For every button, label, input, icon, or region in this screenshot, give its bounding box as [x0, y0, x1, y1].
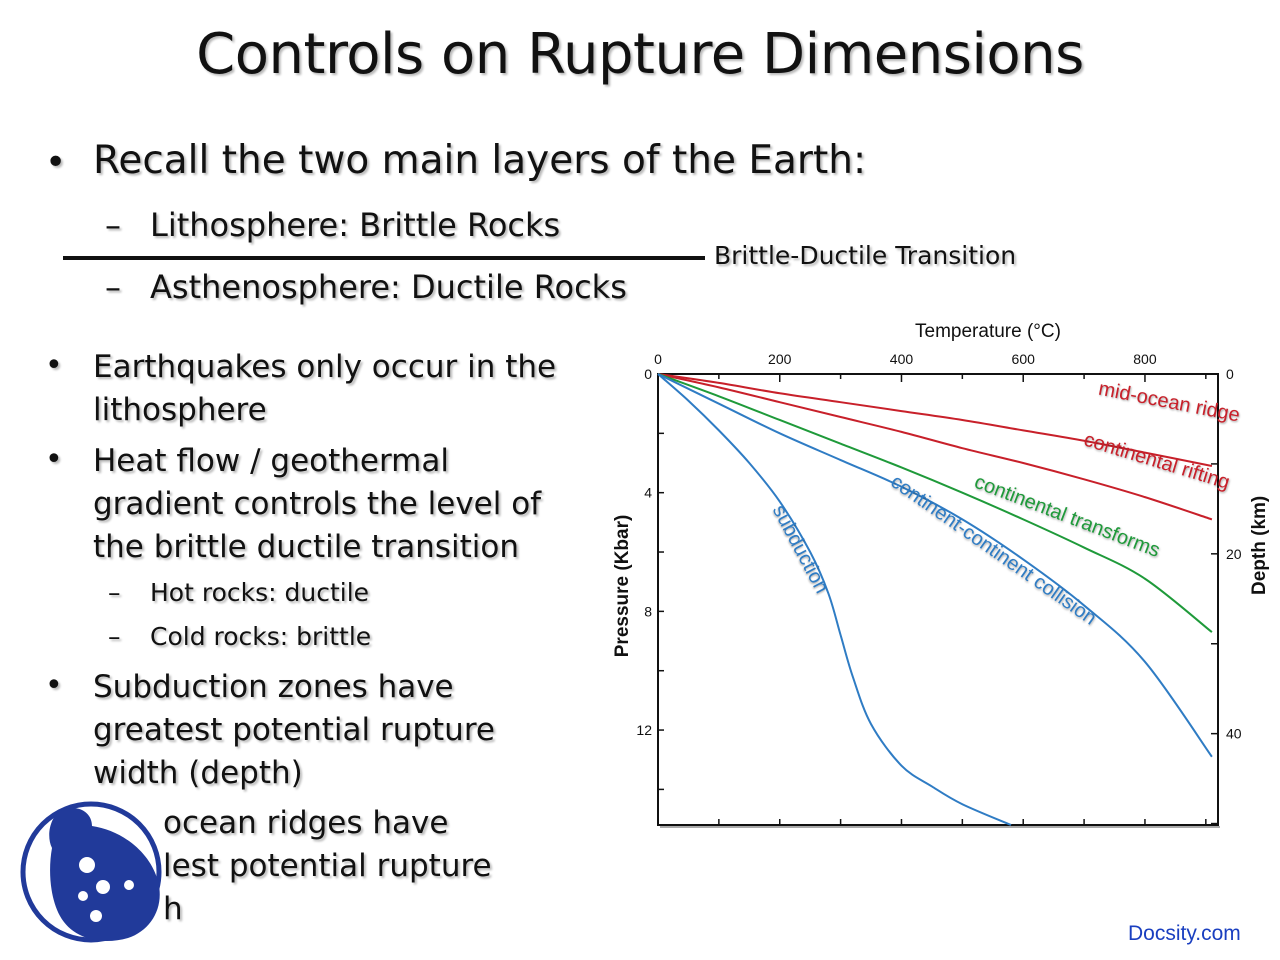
chart-series [657, 373, 1213, 826]
dash-glyph: – [108, 622, 121, 651]
sub-bullet-hot: Hot rocks: ductile [150, 578, 370, 607]
y-tick-label: 12 [636, 722, 652, 738]
series-continent-collision [657, 373, 1213, 758]
x-tick-label: 0 [654, 351, 662, 367]
y-axis-label: Pressure (Kbar) [612, 515, 633, 658]
bullet-line: Earthquakes only occur in the [93, 349, 557, 385]
sub-bullet-cold: Cold rocks: brittle [150, 622, 372, 651]
x-tick-label: 800 [1133, 351, 1157, 367]
bullet-heat-flow: Heat flow / geothermal gradient controls… [93, 440, 541, 569]
dash-glyph: – [108, 578, 121, 607]
label-mid-ocean-ridge: mid-ocean ridge [1097, 378, 1242, 427]
bullet-line: h [163, 891, 183, 927]
label-subduction: subduction [768, 501, 833, 597]
plot-frame [657, 373, 1219, 826]
bullet-subduction: Subduction zones have greatest potential… [93, 666, 495, 795]
bullet-earthquakes: Earthquakes only occur in the lithospher… [93, 346, 556, 432]
slide-title: Controls on Rupture Dimensions [196, 22, 1084, 87]
bullet-line: width (depth) [93, 755, 303, 791]
bullet-line: lest potential rupture [163, 848, 492, 884]
bullet-line: Heat flow / geothermal [93, 443, 449, 479]
pt-chart: 0 200 400 600 800 0 4 8 12 0 20 40 Temperature (°C) P… [612, 321, 1270, 828]
series-subduction [657, 373, 1012, 826]
x-tick-label: 600 [1012, 351, 1036, 367]
layer-lithosphere: Lithosphere: Brittle Rocks [150, 206, 561, 244]
bullet-glyph: • [45, 442, 63, 477]
y-tick-label: 4 [644, 485, 652, 501]
x-tick-label: 200 [768, 351, 792, 367]
bullet-line: ocean ridges have [163, 805, 449, 841]
x-tick-label: 400 [890, 351, 914, 367]
docsity-logo-icon [20, 801, 162, 943]
bullet-line: greatest potential rupture [93, 712, 495, 748]
dash-glyph: – [105, 268, 121, 306]
bullet-glyph: • [45, 142, 67, 183]
bullet-line: Subduction zones have [93, 669, 454, 705]
bullet-line: lithosphere [93, 392, 267, 428]
series-continental-rifting [657, 373, 1213, 521]
bullet-glyph: • [45, 348, 63, 383]
x-axis-label: Temperature (°C) [915, 321, 1061, 342]
docsity-watermark: Docsity.com [1128, 922, 1241, 945]
brittle-ductile-label: Brittle-Ductile Transition [714, 241, 1017, 270]
bullet-line: gradient controls the level of [93, 486, 542, 522]
series-continental-transforms [657, 373, 1213, 633]
y2-axis-label: Depth (km) [1249, 496, 1270, 595]
y-tick-label: 0 [644, 366, 652, 382]
bullet-line: the brittle ductile transition [93, 529, 519, 565]
bullet-ocean-ridges: ocean ridges have lest potential rupture… [163, 802, 492, 931]
y-tick-label: 8 [644, 603, 652, 619]
series-mid-ocean-ridge [657, 373, 1213, 467]
chart-axes: 0 200 400 600 800 0 4 8 12 0 20 40 Temperature (°C) P… [612, 321, 1270, 828]
bullet-glyph: • [45, 668, 63, 703]
y2-tick-label: 40 [1226, 726, 1242, 742]
bullet-main: Recall the two main layers of the Earth: [93, 138, 867, 183]
y2-tick-label: 20 [1226, 546, 1242, 562]
y2-tick-label: 0 [1226, 366, 1234, 382]
layer-asthenosphere: Asthenosphere: Ductile Rocks [150, 268, 627, 306]
brittle-ductile-line [63, 256, 705, 260]
dash-glyph: – [105, 206, 121, 244]
